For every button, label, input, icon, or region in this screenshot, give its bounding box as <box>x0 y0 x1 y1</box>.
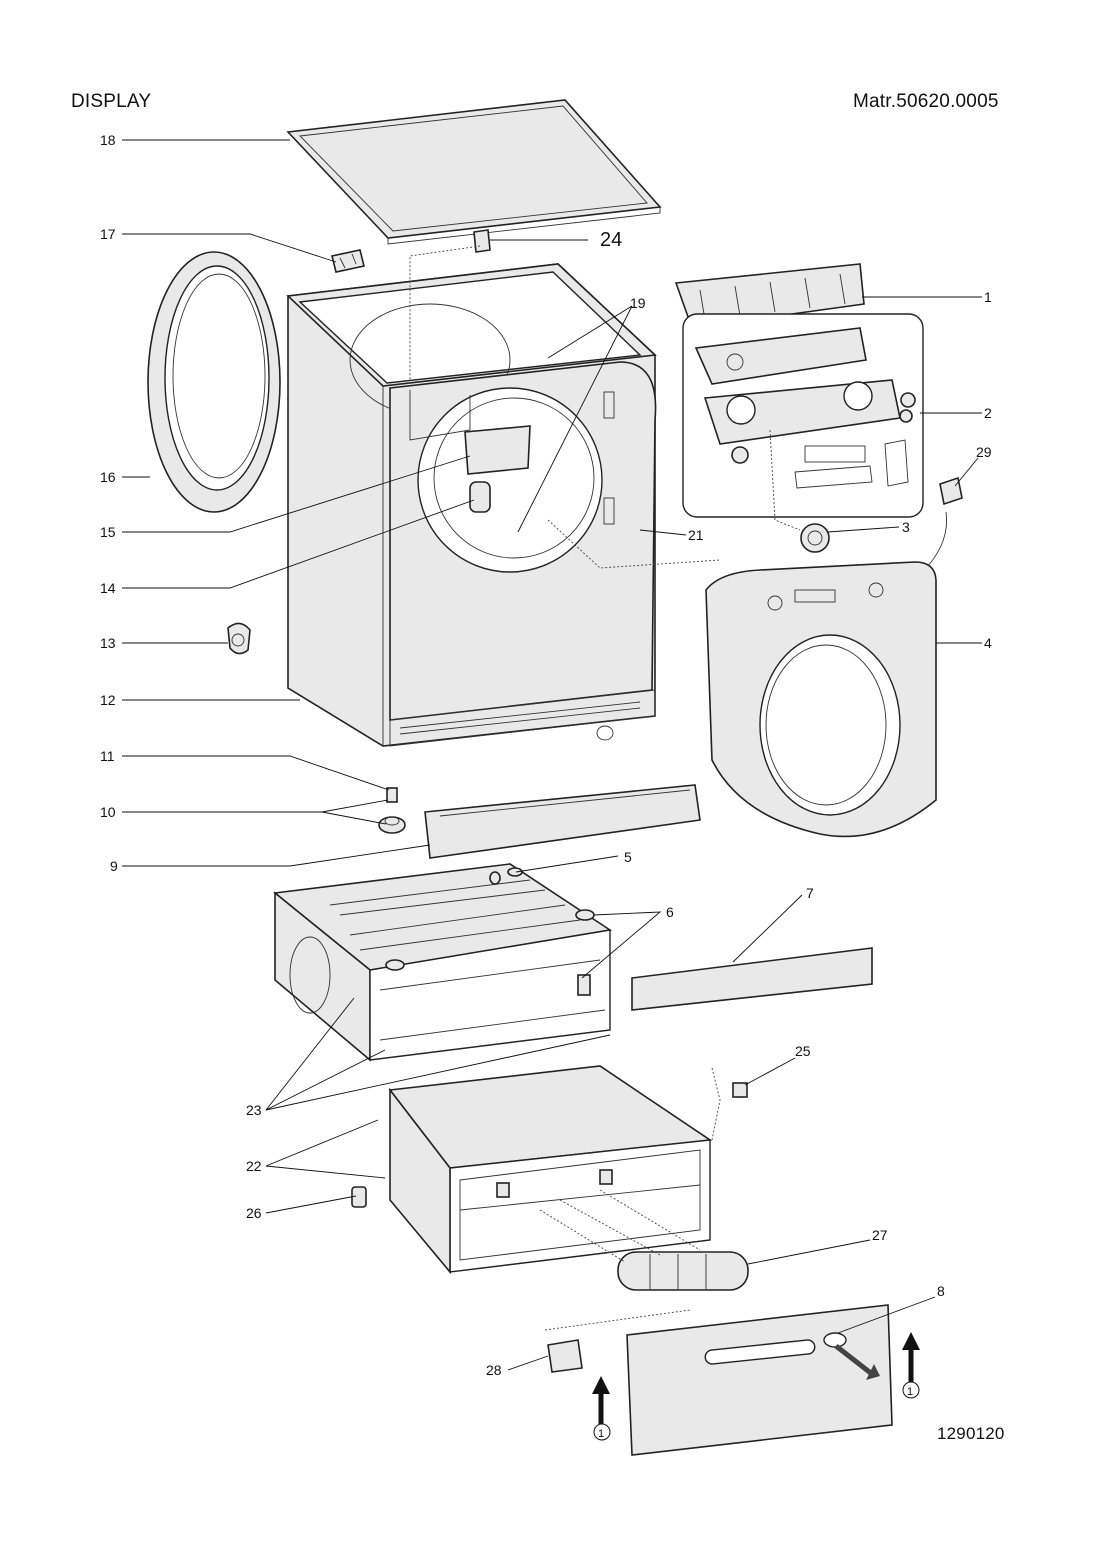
material-number: Matr.50620.0005 <box>853 91 999 112</box>
callout-2: 2 <box>984 405 992 421</box>
part-27-pump <box>617 1251 749 1291</box>
callout-1: 1 <box>984 289 992 305</box>
callout-3: 3 <box>902 519 910 535</box>
part-4-front-panel <box>705 561 937 838</box>
part-28-clip <box>547 1339 583 1373</box>
callout-8: 8 <box>937 1283 945 1299</box>
leader-lines <box>122 139 982 1380</box>
part-11-spring <box>386 787 398 803</box>
part-10-foot <box>378 816 406 834</box>
part-18-worktop <box>286 99 662 245</box>
callout-18: 18 <box>100 132 116 148</box>
part-8-drawer-front <box>626 1304 893 1456</box>
part-16-door-seal <box>147 251 281 513</box>
callout-19: 19 <box>630 295 646 311</box>
part-25-clip <box>732 1082 748 1098</box>
callout-4: 4 <box>984 635 992 651</box>
part-24-clip <box>473 229 491 253</box>
callout-11: 11 <box>100 748 115 764</box>
callout-25: 25 <box>795 1043 811 1059</box>
diagram-title: DISPLAY <box>71 91 152 112</box>
callout-15: 15 <box>100 524 116 540</box>
part-22-drawer <box>388 1065 713 1275</box>
part-17-bracket <box>331 249 365 273</box>
part-3-knob <box>800 523 830 553</box>
callout-7: 7 <box>806 885 814 901</box>
callout-17: 17 <box>100 226 116 242</box>
part-12-cabinet <box>286 263 657 747</box>
arrow-right <box>902 1332 920 1399</box>
callout-9: 9 <box>110 858 118 874</box>
callout-5: 5 <box>624 849 632 865</box>
arrow-left <box>592 1376 611 1441</box>
callout-21: 21 <box>688 527 704 543</box>
callout-13: 13 <box>100 635 116 651</box>
drawing-code: 1290120 <box>937 1424 1005 1443</box>
part-26-valve <box>351 1186 367 1208</box>
callout-24: 24 <box>600 229 622 251</box>
callout-28: 28 <box>486 1362 502 1378</box>
callout-22: 22 <box>246 1158 262 1174</box>
callout-14: 14 <box>100 580 116 596</box>
callout-26: 26 <box>246 1205 262 1221</box>
callout-12: 12 <box>100 692 116 708</box>
part-7-strip <box>631 947 873 1011</box>
part-13-knob <box>227 622 251 655</box>
callout-6: 6 <box>666 904 674 920</box>
part-2-pcb <box>694 327 916 489</box>
callout-23: 23 <box>246 1102 262 1118</box>
arrow-marker-left: 1 <box>598 1428 604 1440</box>
part-9-plinth <box>424 784 701 859</box>
callout-27: 27 <box>872 1227 888 1243</box>
callout-29: 29 <box>976 444 992 460</box>
pedestal-frame <box>273 863 613 1062</box>
callout-16: 16 <box>100 469 116 485</box>
part-29-connector <box>927 476 963 567</box>
part-1-panel-top <box>674 263 865 329</box>
callout-10: 10 <box>100 804 116 820</box>
arrow-marker-right: 1 <box>907 1386 913 1398</box>
